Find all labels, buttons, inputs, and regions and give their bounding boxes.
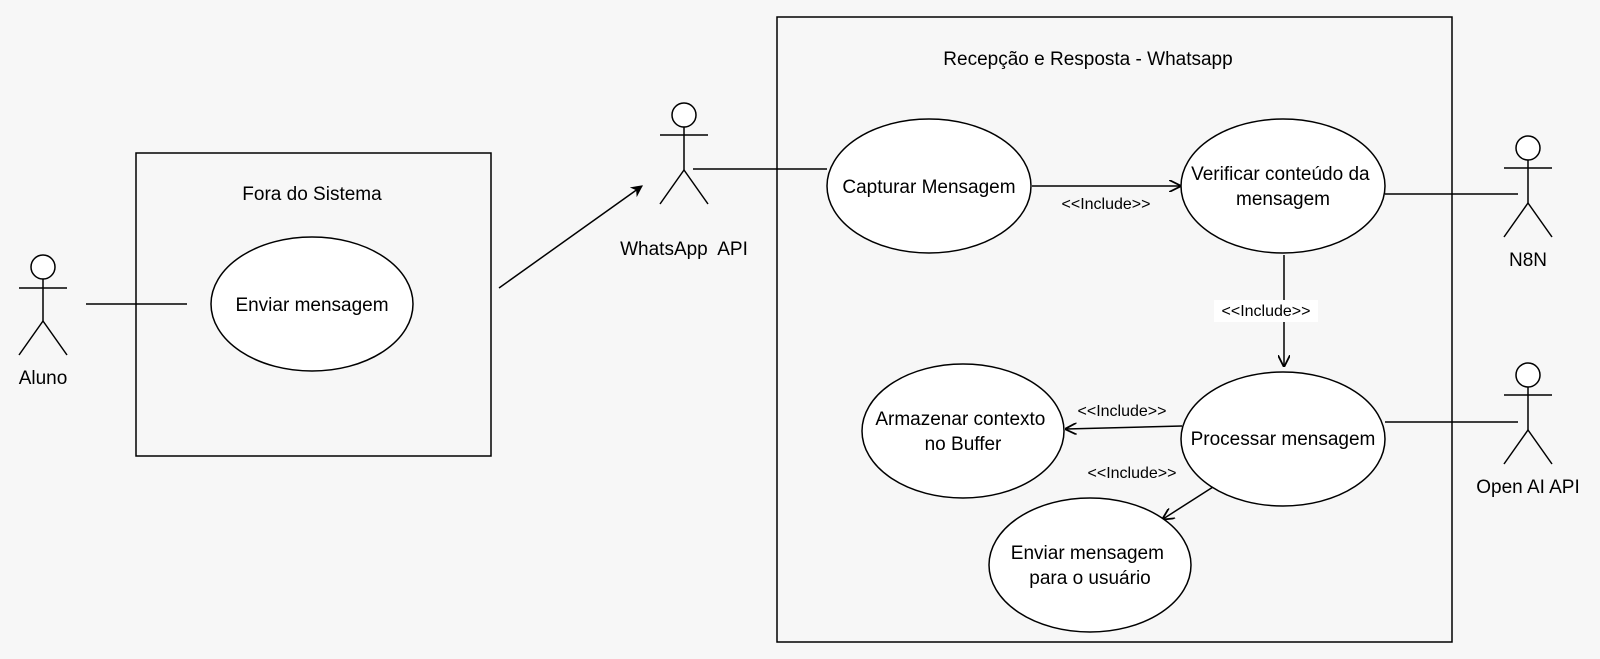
actor-head [1515, 135, 1541, 161]
usecase-label-line: Processar mensagem [1191, 429, 1376, 450]
actor-n8n-label: N8N [1509, 250, 1547, 271]
actor-n8n[interactable] [1503, 135, 1553, 238]
usecase-label-line: para o usuário [1029, 568, 1150, 589]
usecase-label-line: Capturar Mensagem [842, 177, 1015, 198]
include-label-processar-armazenar: <<Include>> [1078, 403, 1167, 420]
include-label-bg [1214, 300, 1318, 322]
usecase-verificar-conteudo[interactable]: Verificar conteúdo da mensagem [1180, 118, 1386, 254]
actor-leg-right [683, 169, 709, 205]
usecase-label-line: mensagem [1236, 189, 1330, 210]
outside-boundary-title: Fora do Sistema [242, 184, 382, 205]
usecase-label-line: Armazenar contexto [875, 409, 1045, 430]
usecase-verificar-conteudo-label: Verificar conteúdo da mensagem [1191, 164, 1375, 210]
system-boundary-title: Recepção e Resposta - Whatsapp [943, 49, 1232, 70]
actor-aluno-label: Aluno [19, 368, 68, 389]
usecase-label-line: Verificar conteúdo da [1191, 164, 1370, 185]
usecase-armazenar-contexto-label: Armazenar contexto no Buffer [875, 409, 1050, 455]
actor-head [1515, 362, 1541, 388]
usecase-label-line: Enviar mensagem [1011, 543, 1164, 564]
actor-whatsapp-api[interactable] [659, 102, 709, 205]
actor-leg-left [18, 320, 44, 356]
system-boundary[interactable] [776, 16, 1453, 643]
usecase-enviar-mensagem[interactable]: Enviar mensagem [210, 236, 414, 372]
actor-leg-right [42, 320, 68, 356]
actor-leg-left [1503, 202, 1529, 238]
usecase-label-line: no Buffer [925, 434, 1002, 455]
actor-head [671, 102, 697, 128]
actor-openai-api-label: Open AI API [1476, 477, 1580, 498]
actor-leg-right [1527, 202, 1553, 238]
actor-leg-left [1503, 429, 1529, 465]
actor-leg-left [659, 169, 685, 205]
flow-arrow-to-whatsapp[interactable] [498, 185, 643, 289]
include-label-processar-enviar: <<Include>> [1088, 465, 1177, 482]
usecase-processar-mensagem[interactable]: Processar mensagem [1180, 371, 1386, 507]
usecase-capturar-mensagem-label: Capturar Mensagem [842, 177, 1015, 198]
include-label-verificar-processar: <<Include>> [1222, 303, 1311, 320]
actor-aluno[interactable] [18, 254, 68, 356]
usecase-enviar-mensagem-label: Enviar mensagem [235, 295, 388, 316]
usecase-capturar-mensagem[interactable]: Capturar Mensagem [826, 118, 1032, 254]
usecase-enviar-usuario-label: Enviar mensagem para o usuário [1011, 543, 1169, 589]
usecase-label-line: Enviar mensagem [235, 295, 388, 316]
include-processar-armazenar[interactable] [1066, 426, 1183, 429]
include-label-capturar-verificar: <<Include>> [1062, 196, 1151, 213]
actor-leg-right [1527, 429, 1553, 465]
usecase-processar-mensagem-label: Processar mensagem [1191, 429, 1376, 450]
actor-head [30, 254, 56, 280]
usecase-armazenar-contexto[interactable]: Armazenar contexto no Buffer [861, 363, 1065, 499]
actor-openai-api[interactable] [1503, 362, 1553, 465]
actor-whatsapp-api-label: WhatsApp API [620, 239, 748, 260]
include-processar-enviar[interactable] [1163, 486, 1214, 519]
usecase-enviar-usuario[interactable]: Enviar mensagem para o usuário [988, 497, 1192, 633]
